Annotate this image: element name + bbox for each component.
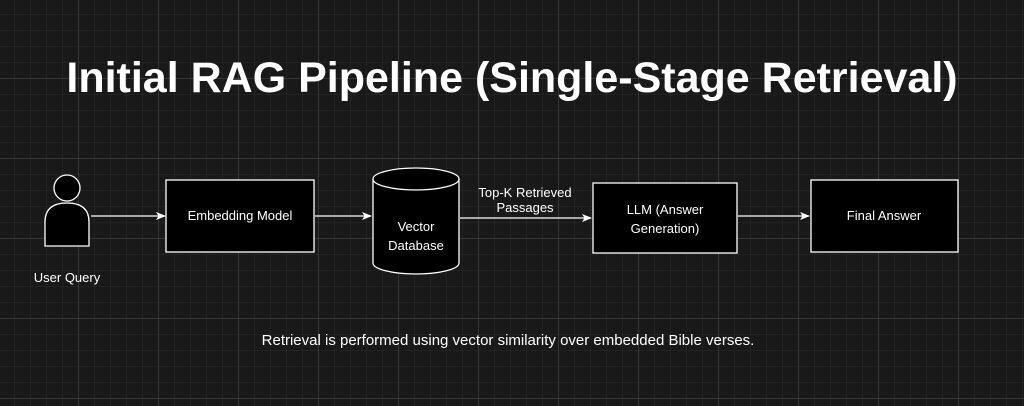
- embedding-model-label: Embedding Model: [188, 208, 293, 223]
- page-title: Initial RAG Pipeline (Single-Stage Retri…: [66, 54, 957, 102]
- llm-label-line2: Generation): [631, 221, 700, 236]
- vector-database-label-line1: Vector: [398, 219, 436, 234]
- llm-label-line1: LLM (Answer: [627, 202, 704, 217]
- user-icon: [44, 174, 90, 247]
- edge-label-line2: Passages: [496, 200, 554, 215]
- final-answer-box: [810, 179, 959, 253]
- diagram-caption: Retrieval is performed using vector simi…: [262, 332, 755, 349]
- database-cylinder-icon: [372, 167, 460, 275]
- edge-label-line1: Top-K Retrieved: [478, 185, 571, 200]
- final-answer-label: Final Answer: [847, 208, 922, 223]
- vector-database-label-line2: Database: [388, 238, 444, 253]
- llm-box: [592, 182, 738, 254]
- user-query-label: User Query: [34, 270, 101, 285]
- embedding-model-box: [165, 179, 315, 253]
